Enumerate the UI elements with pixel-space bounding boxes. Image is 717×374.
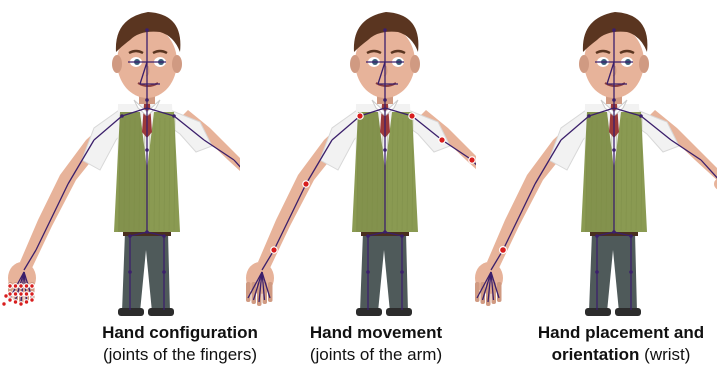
joint-marker <box>19 302 24 307</box>
joint-marker <box>13 292 18 297</box>
joint-marker <box>2 302 7 307</box>
joint-marker <box>409 113 415 119</box>
caption-subtitle: (joints of the fingers) <box>103 345 257 364</box>
left-shoe <box>118 308 144 316</box>
figure-wrapper <box>475 12 717 316</box>
joint-marker <box>8 298 13 303</box>
left-hand <box>246 262 274 306</box>
character-figure <box>236 0 476 320</box>
left-shoe <box>356 308 382 316</box>
joint-marker <box>13 284 18 289</box>
joint-marker <box>30 298 35 303</box>
joint-marker <box>24 292 29 297</box>
joint-marker <box>4 294 9 299</box>
caption-title: Hand configuration <box>102 323 258 342</box>
joint-marker <box>303 181 309 187</box>
joint-marker <box>13 300 18 305</box>
left-ear <box>112 55 122 73</box>
joint-marker <box>8 284 13 289</box>
joint-marker <box>24 300 29 305</box>
caption-title-2: orientation <box>552 345 640 364</box>
joint-marker <box>19 292 24 297</box>
left-ear <box>579 55 589 73</box>
caption-subtitle: (joints of the arm) <box>310 345 442 364</box>
joint-marker <box>30 284 35 289</box>
panel-hand-movement: Hand movement (joints of the arm) <box>236 0 476 374</box>
caption-hand-placement: Hand placement and orientation (wrist) <box>526 322 716 366</box>
figure-wrapper <box>2 12 240 316</box>
character-body <box>475 12 717 316</box>
left-hand <box>475 262 503 306</box>
joint-marker <box>19 284 24 289</box>
joint-marker <box>439 137 445 143</box>
caption-title: Hand movement <box>310 323 442 342</box>
right-shoe <box>386 308 412 316</box>
caption-subtitle: (wrist) <box>644 345 690 364</box>
figure-wrapper <box>246 12 476 316</box>
joint-marker <box>271 247 277 253</box>
character-body <box>2 12 240 316</box>
character-body <box>246 12 476 316</box>
right-shoe <box>615 308 641 316</box>
panel-hand-placement-orientation: Hand placement and orientation (wrist) <box>466 0 717 374</box>
right-ear <box>410 55 420 73</box>
joint-marker <box>24 284 29 289</box>
joint-marker <box>30 292 35 297</box>
caption-hand-movement: Hand movement (joints of the arm) <box>276 322 476 366</box>
panel-hand-configuration: Hand configuration (joints of the finger… <box>0 0 240 374</box>
left-ear <box>350 55 360 73</box>
right-ear <box>172 55 182 73</box>
right-shoe <box>148 308 174 316</box>
joint-marker <box>500 247 507 254</box>
character-figure <box>466 0 717 320</box>
character-figure <box>0 0 240 320</box>
joint-marker <box>357 113 363 119</box>
left-shoe <box>585 308 611 316</box>
right-ear <box>639 55 649 73</box>
caption-title: Hand placement and <box>538 323 704 342</box>
